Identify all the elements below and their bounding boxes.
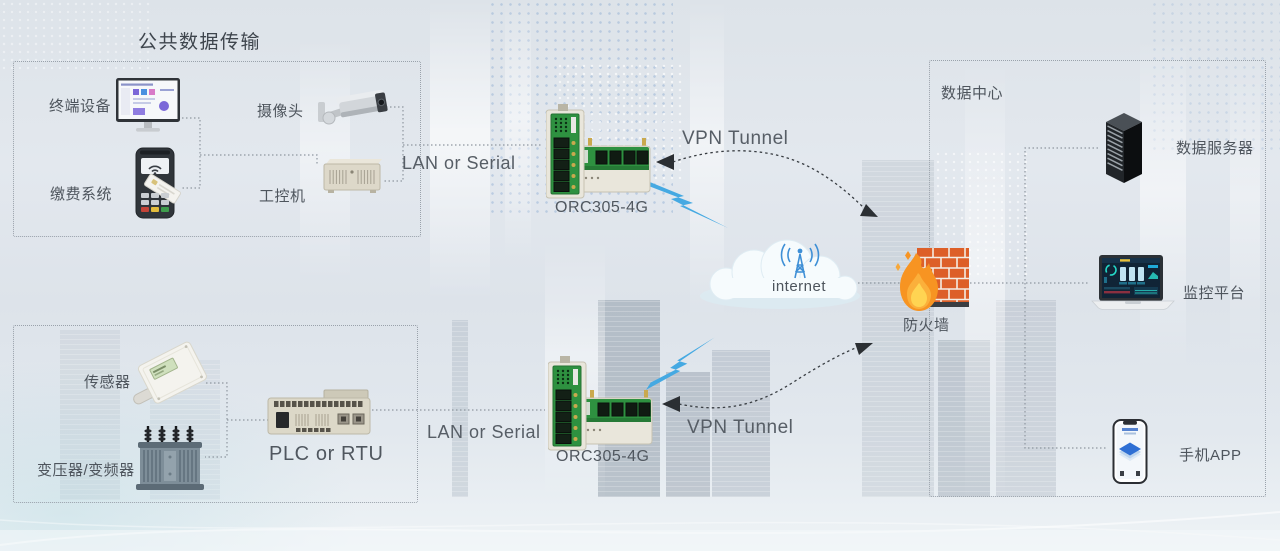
lan-serial-label-bottom: LAN or Serial: [427, 422, 541, 442]
internet-cloud-icon: [700, 239, 860, 309]
light-streak: [690, 0, 724, 320]
mobile-app-label: 手机APP: [1179, 447, 1242, 464]
router-icon-top: [546, 104, 651, 199]
monitor-platform-label: 监控平台: [1183, 285, 1246, 302]
public-group-title: 公共数据传输: [138, 32, 262, 53]
arrowhead: [855, 343, 873, 355]
skyline-building: [452, 320, 468, 497]
router-icon-bottom: [548, 356, 653, 451]
dot-pattern: [488, 0, 673, 215]
internet-label: internet: [772, 278, 827, 295]
arrowhead: [860, 204, 878, 217]
vpn-tunnel-curve-bottom: [678, 345, 862, 409]
light-streak: [505, 0, 531, 260]
payment-system-label: 缴费系统: [50, 186, 113, 203]
public-data-group-box: [13, 61, 421, 237]
arrowhead: [656, 154, 674, 170]
vpn-tunnel-label-top: VPN Tunnel: [682, 128, 789, 149]
firewall-label: 防火墙: [903, 317, 950, 334]
datacenter-group-box: [929, 60, 1266, 497]
sensor-label: 传感器: [84, 374, 131, 391]
vpn-tunnel-label-bottom: VPN Tunnel: [687, 417, 794, 438]
router-model-label-bottom: ORC305-4G: [556, 448, 650, 465]
transformer-label: 变压器/变频器: [37, 462, 135, 479]
lightning-icon-top: [640, 178, 728, 228]
antenna-icon: [780, 243, 820, 279]
skyline-building: [598, 300, 660, 497]
arrowhead: [662, 396, 680, 412]
dot-pattern: [556, 62, 686, 182]
industrial-pc-label: 工控机: [259, 188, 306, 205]
router-model-label-top: ORC305-4G: [555, 199, 649, 216]
light-streak: [430, 0, 490, 300]
dot-pattern: [0, 0, 150, 70]
lan-serial-label-top: LAN or Serial: [402, 153, 516, 173]
vpn-tunnel-curve-top: [672, 150, 868, 212]
camera-label: 摄像头: [257, 103, 304, 120]
lightning-icon-bottom: [646, 337, 715, 390]
data-server-label: 数据服务器: [1176, 140, 1254, 157]
terminal-device-label: 终端设备: [49, 98, 112, 115]
plc-label: PLC or RTU: [269, 443, 384, 465]
field-device-group-box: [13, 325, 418, 503]
datacenter-title: 数据中心: [941, 85, 1004, 102]
